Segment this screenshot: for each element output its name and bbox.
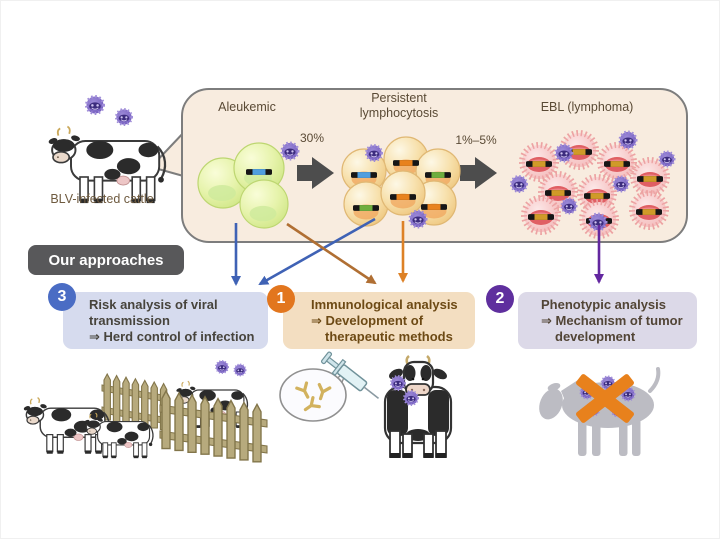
aleukemic-cells xyxy=(197,141,300,229)
approach-outcome: ⇒ Herd control of infection xyxy=(89,328,255,344)
approach-link-arrow xyxy=(258,217,376,286)
provirus-bar-icon xyxy=(390,194,416,200)
approach-title: Phenotypic analysis xyxy=(541,297,666,312)
herd-fence-illustration xyxy=(22,359,268,463)
virus-icon xyxy=(408,209,428,229)
provirus-bar-icon xyxy=(393,160,419,166)
therapy-illustration xyxy=(279,351,453,458)
virus-icon xyxy=(233,363,247,377)
virus-icon xyxy=(390,375,406,391)
virus-icon xyxy=(85,95,105,115)
virus-icon xyxy=(560,197,578,215)
virus-icon xyxy=(365,144,383,162)
provirus-bar-icon xyxy=(604,161,630,167)
our-approaches-badge: Our approaches xyxy=(28,245,184,275)
antibody-icon xyxy=(317,382,332,401)
approach-box-immunological-analysis: Immunological analysis ⇒ Development of … xyxy=(283,292,475,349)
approach-number-1: 1 xyxy=(267,285,295,313)
virus-icon xyxy=(215,359,229,375)
transition-rate-label: 30% xyxy=(299,131,325,145)
culling-illustration xyxy=(539,367,661,456)
fence-icon xyxy=(159,390,268,463)
antibody-icon xyxy=(295,381,310,399)
provirus-bar-icon xyxy=(526,161,552,167)
stage-title-persistent-lymphocytosis: Persistent lymphocytosis xyxy=(359,91,439,120)
approach-title: Immunological analysis xyxy=(311,297,458,312)
virus-icon xyxy=(612,175,630,193)
provirus-bar-icon xyxy=(545,190,571,196)
persistent-lymphocytosis-cells xyxy=(341,136,461,229)
approach-outcome: ⇒ Development of therapeutic methods xyxy=(311,312,453,344)
virus-icon xyxy=(658,150,676,168)
approach-outcome: ⇒ Mechanism of tumor development xyxy=(541,312,683,344)
stage-title-ebl-lymphoma: EBL (lymphoma) xyxy=(540,100,634,114)
provirus-bar-icon xyxy=(425,172,451,178)
virus-icon xyxy=(554,143,574,163)
approach-number-3: 3 xyxy=(48,283,76,311)
provirus-bar-icon xyxy=(246,169,272,175)
antibody-icon xyxy=(303,396,321,412)
approach-box-phenotypic-analysis: Phenotypic analysis ⇒ Mechanism of tumor… xyxy=(518,292,697,349)
approach-link-arrow xyxy=(286,222,377,285)
virus-icon xyxy=(403,390,419,406)
approach-box-risk-analysis: Risk analysis of viral transmission ⇒ He… xyxy=(63,292,268,349)
block-arrow-icon xyxy=(460,157,497,189)
virus-icon xyxy=(510,175,529,193)
approach-link-arrows xyxy=(231,217,604,286)
virus-icon xyxy=(280,141,300,161)
provirus-bar-icon xyxy=(637,176,663,182)
provirus-bar-icon xyxy=(353,205,379,211)
provirus-bar-icon xyxy=(528,214,554,220)
prohibition-cross-icon xyxy=(576,374,634,423)
ebl-lymphoma-cells xyxy=(510,130,676,236)
provirus-bar-icon xyxy=(421,204,447,210)
provirus-bar-icon xyxy=(584,193,610,199)
approach-title: Risk analysis of viral transmission xyxy=(89,297,218,328)
treated-cow-illustration xyxy=(383,355,453,458)
transition-rate-label: 1%–5% xyxy=(455,133,497,147)
provirus-bar-icon xyxy=(351,172,377,178)
block-arrow-icon xyxy=(297,157,334,189)
provirus-bar-icon xyxy=(566,149,592,155)
antibody-bubble xyxy=(279,368,348,422)
virus-icon xyxy=(618,130,638,150)
syringe-icon xyxy=(320,351,380,400)
blv-infected-cattle-label: BLV-infected cattle xyxy=(50,192,154,206)
approach-number-2: 2 xyxy=(486,285,514,313)
stage-title-aleukemic: Aleukemic xyxy=(218,100,276,114)
provirus-bar-icon xyxy=(636,209,662,215)
blv-infected-cow-illustration xyxy=(46,95,167,205)
virus-icon xyxy=(114,107,133,127)
